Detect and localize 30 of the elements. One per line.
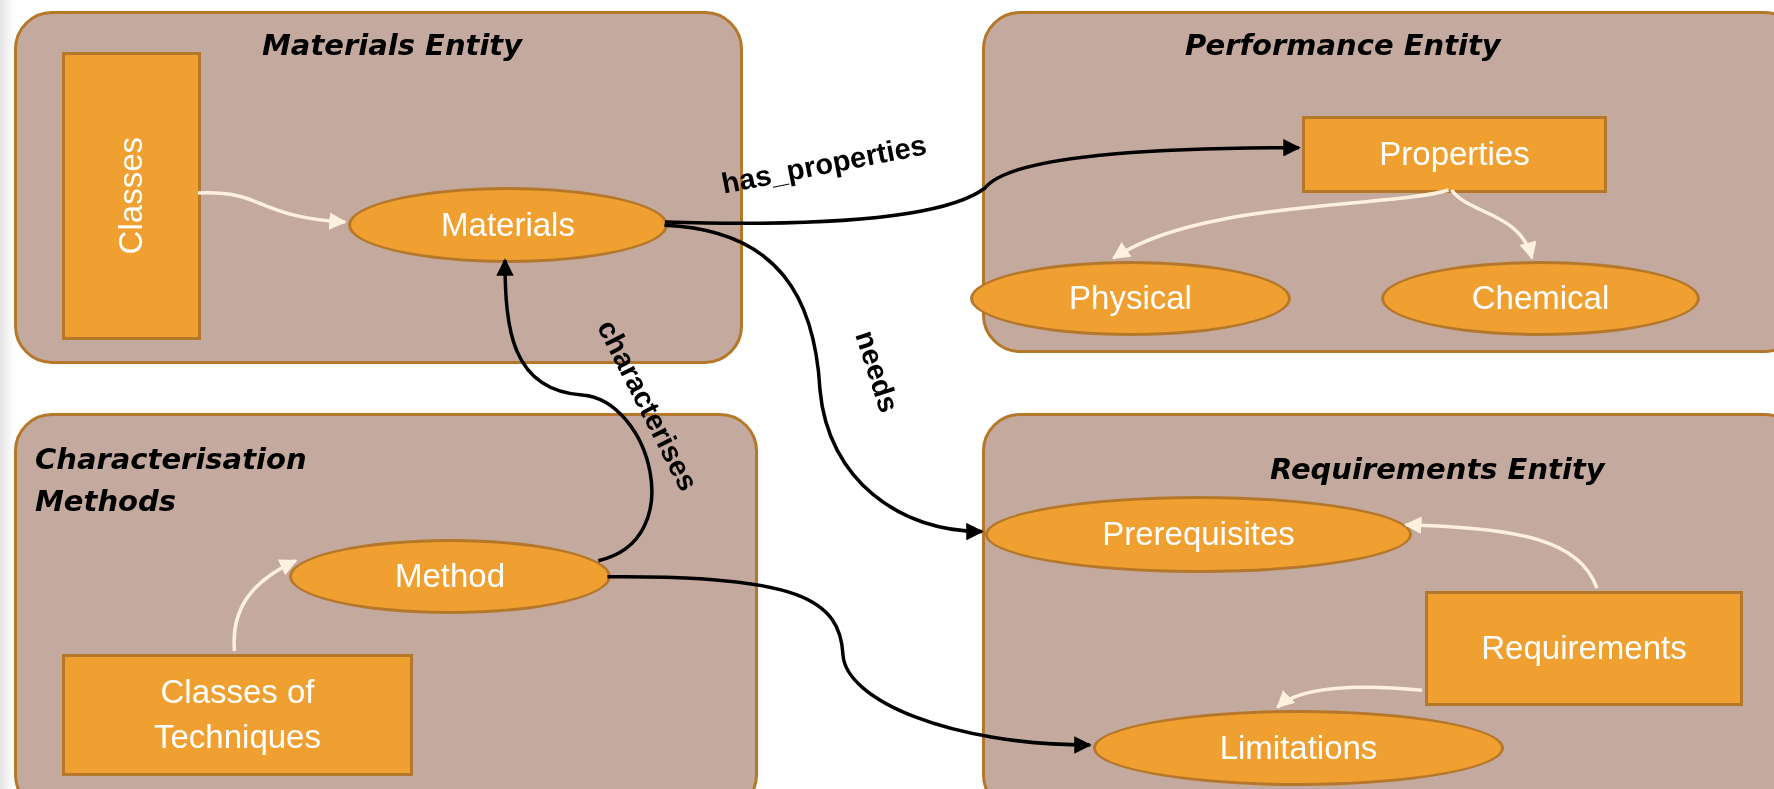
connector-arrow xyxy=(607,575,1092,754)
concept-box xyxy=(1425,591,1743,706)
entity-panel xyxy=(982,413,1774,789)
connector-arrow xyxy=(1404,516,1599,589)
connector-arrow xyxy=(198,191,347,230)
panel-title: Materials Entity xyxy=(262,27,523,64)
node-label: Materials xyxy=(441,204,575,245)
connector-arrow xyxy=(232,559,298,652)
connector-arrow xyxy=(1276,685,1423,709)
node-label: Method xyxy=(394,556,506,597)
panel-title: Characterisation Methods xyxy=(35,441,308,521)
connector-arrow xyxy=(664,139,1301,225)
node-label: Limitations xyxy=(1219,727,1378,768)
node-label: Chemical xyxy=(1471,278,1610,319)
connector-arrow xyxy=(664,223,984,540)
connector-arrow xyxy=(1112,188,1449,260)
edge-label: needs xyxy=(848,326,906,417)
panel-title: Requirements Entity xyxy=(1270,451,1605,488)
concept-box xyxy=(1302,116,1607,193)
node-label: Classes xyxy=(111,137,151,255)
concept-box xyxy=(62,52,201,340)
node-label: Requirements xyxy=(1481,628,1687,669)
concept-box xyxy=(62,654,413,776)
panel-title: Performance Entity xyxy=(1185,27,1501,64)
connector-arrow xyxy=(496,258,654,563)
node-label: Physical xyxy=(1069,278,1192,319)
node-label: Prerequisites xyxy=(1102,514,1295,555)
connector-arrow xyxy=(1450,188,1535,260)
node-label: Properties xyxy=(1379,134,1530,175)
node-label: Classes of Techniques xyxy=(153,672,322,757)
